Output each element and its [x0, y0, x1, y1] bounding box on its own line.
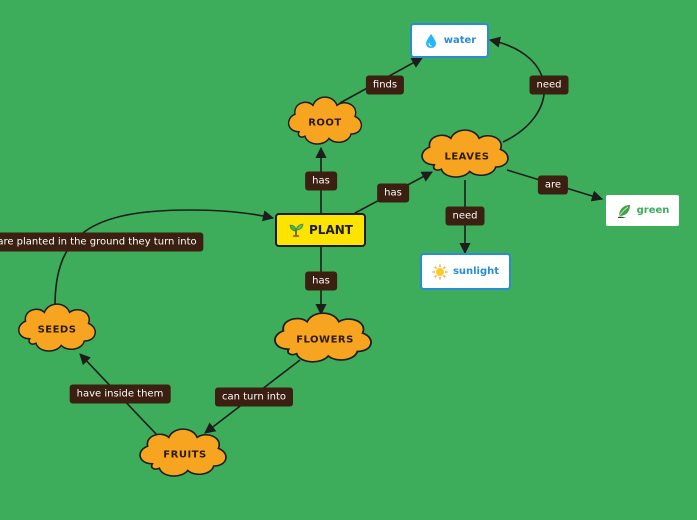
card-sunlight-label: sunlight: [452, 266, 500, 277]
card-green[interactable]: green: [604, 193, 681, 228]
water-drop-icon: [425, 33, 436, 48]
central-node-plant[interactable]: PLANT: [275, 213, 366, 247]
link-label-plant-flowers: has: [305, 271, 337, 291]
link-label-leaves-green: are: [537, 175, 569, 195]
link-label-seeds-plant: are planted in the ground they turn into: [0, 232, 204, 252]
fruits-label: FRUITS: [163, 449, 207, 461]
link-seeds-plant: [54, 209, 275, 307]
flowers-label: FLOWERS: [296, 334, 354, 346]
card-green-label: green: [636, 205, 670, 216]
leaves-label: LEAVES: [444, 151, 490, 163]
link-label-fruits-seeds: have inside them: [69, 384, 171, 404]
seedling-icon: [289, 223, 304, 237]
leaf-icon: [617, 204, 630, 218]
card-water[interactable]: water: [410, 23, 489, 58]
card-sunlight[interactable]: sunlight: [420, 253, 511, 290]
root-label: ROOT: [308, 117, 342, 129]
central-node-label: PLANT: [309, 223, 353, 237]
sun-icon: [432, 264, 448, 279]
link-label-plant-leaves: has: [377, 183, 409, 203]
link-label-leaves-sunlight: need: [445, 206, 485, 226]
card-water-label: water: [443, 35, 477, 46]
link-label-leaves-water: need: [529, 75, 569, 95]
seeds-label: SEEDS: [37, 324, 77, 336]
link-label-root-water: finds: [365, 75, 405, 95]
link-label-flowers-fruits: can turn into: [214, 387, 294, 407]
link-label-plant-root: has: [305, 171, 337, 191]
